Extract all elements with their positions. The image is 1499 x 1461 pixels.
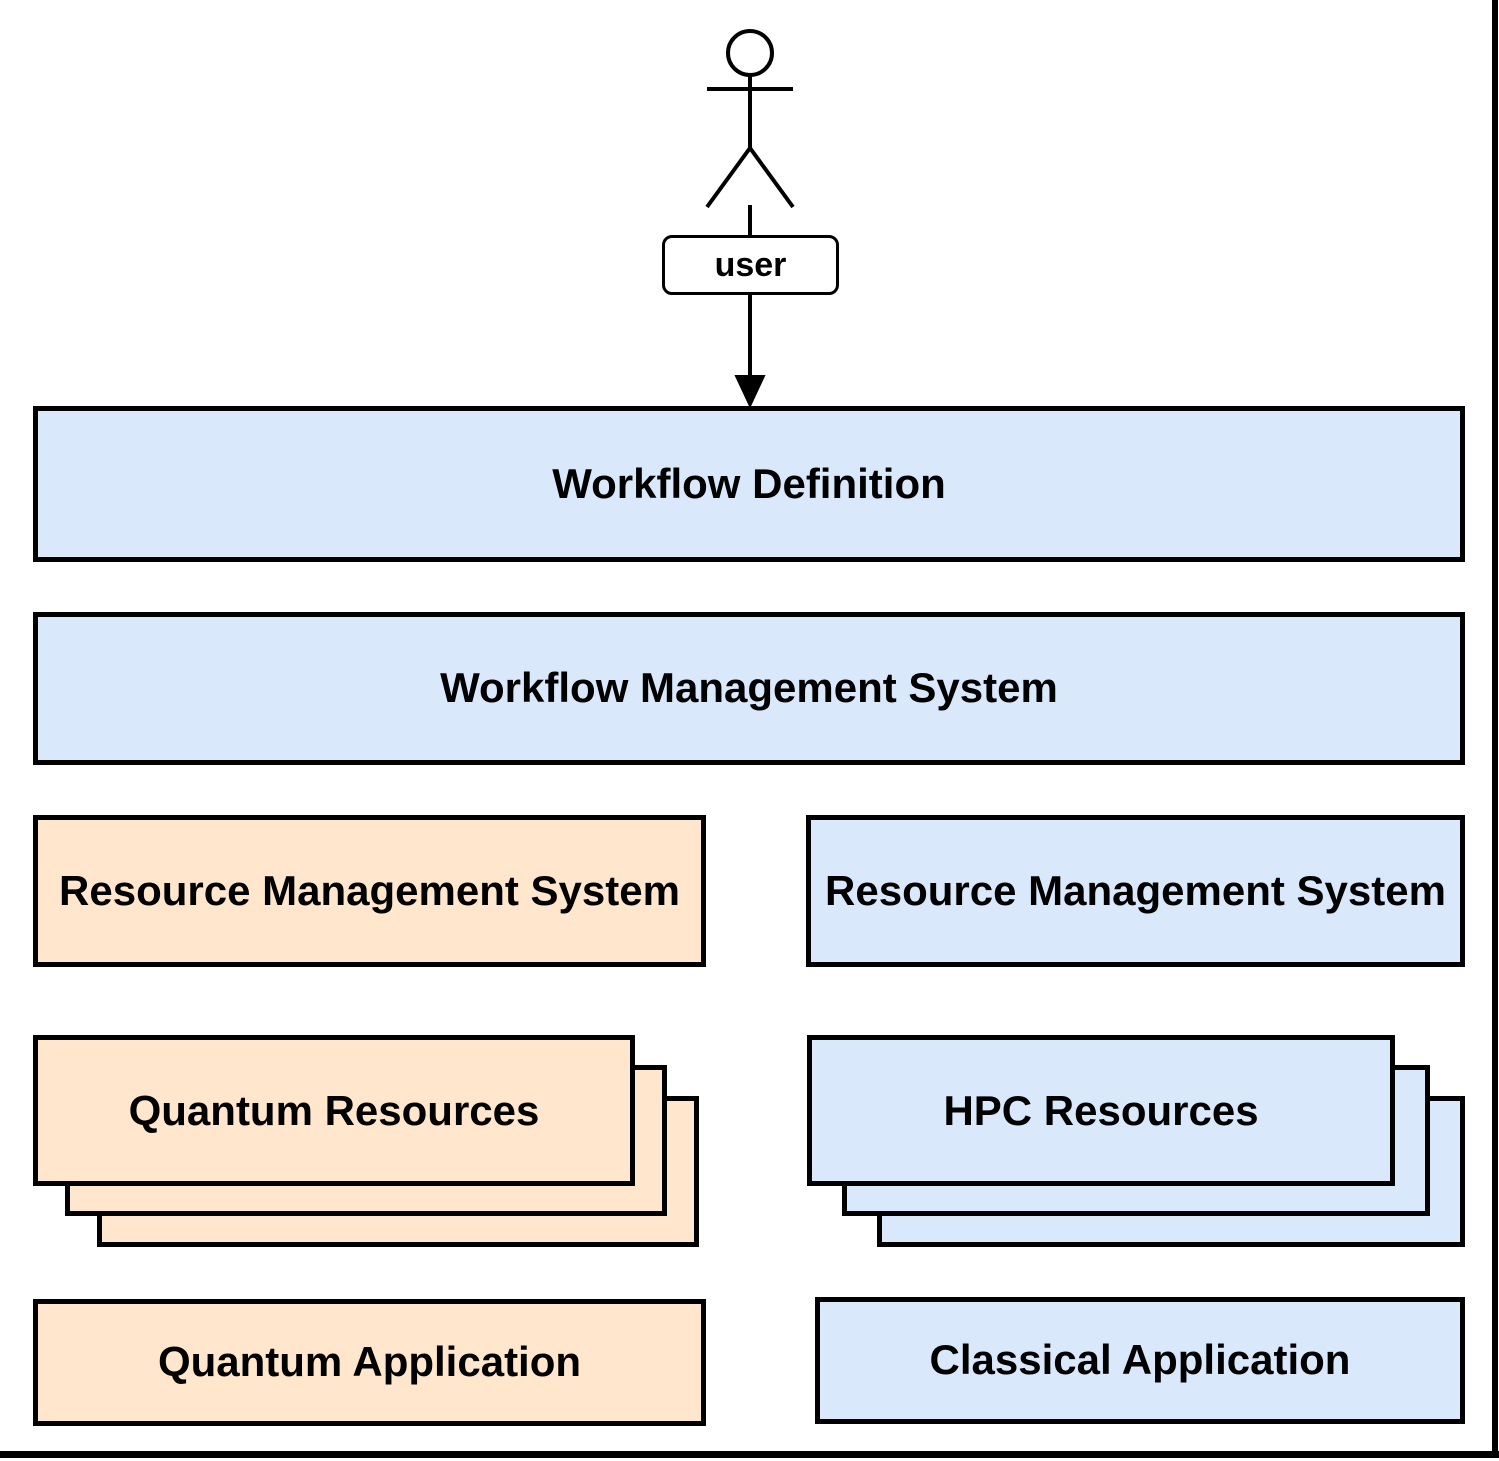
user-actor-label: user	[662, 235, 839, 295]
classical-resource-management-system-box: Resource Management System	[806, 815, 1465, 967]
user-actor-icon	[705, 29, 795, 237]
figure-border-right	[1492, 0, 1498, 1457]
quantum-resource-management-system-box: Resource Management System	[33, 815, 706, 967]
classical-application-label: Classical Application	[929, 1336, 1351, 1384]
quantum-resources-stack: Quantum Resources	[33, 1035, 700, 1247]
quantum-application-label: Quantum Application	[157, 1338, 582, 1386]
hpc-resources-box: HPC Resources	[807, 1035, 1395, 1186]
quantum-resources-label: Quantum Resources	[128, 1086, 540, 1134]
workflow-management-system-label: Workflow Management System	[440, 664, 1058, 712]
user-actor-label-text: user	[714, 245, 787, 284]
classical-resource-management-system-label: Resource Management System	[825, 866, 1446, 914]
quantum-application-box: Quantum Application	[33, 1299, 706, 1426]
quantum-resource-management-system-label: Resource Management System	[59, 866, 680, 914]
workflow-management-system-box: Workflow Management System	[33, 612, 1465, 765]
quantum-resources-box: Quantum Resources	[33, 1035, 635, 1186]
hpc-resources-stack: HPC Resources	[807, 1035, 1465, 1247]
workflow-definition-label: Workflow Definition	[552, 459, 946, 507]
hpc-resources-label: HPC Resources	[943, 1086, 1259, 1134]
workflow-definition-box: Workflow Definition	[33, 406, 1465, 562]
user-to-workflow-arrow	[734, 294, 766, 408]
figure-border-bottom	[0, 1451, 1499, 1458]
classical-application-box: Classical Application	[815, 1297, 1465, 1424]
